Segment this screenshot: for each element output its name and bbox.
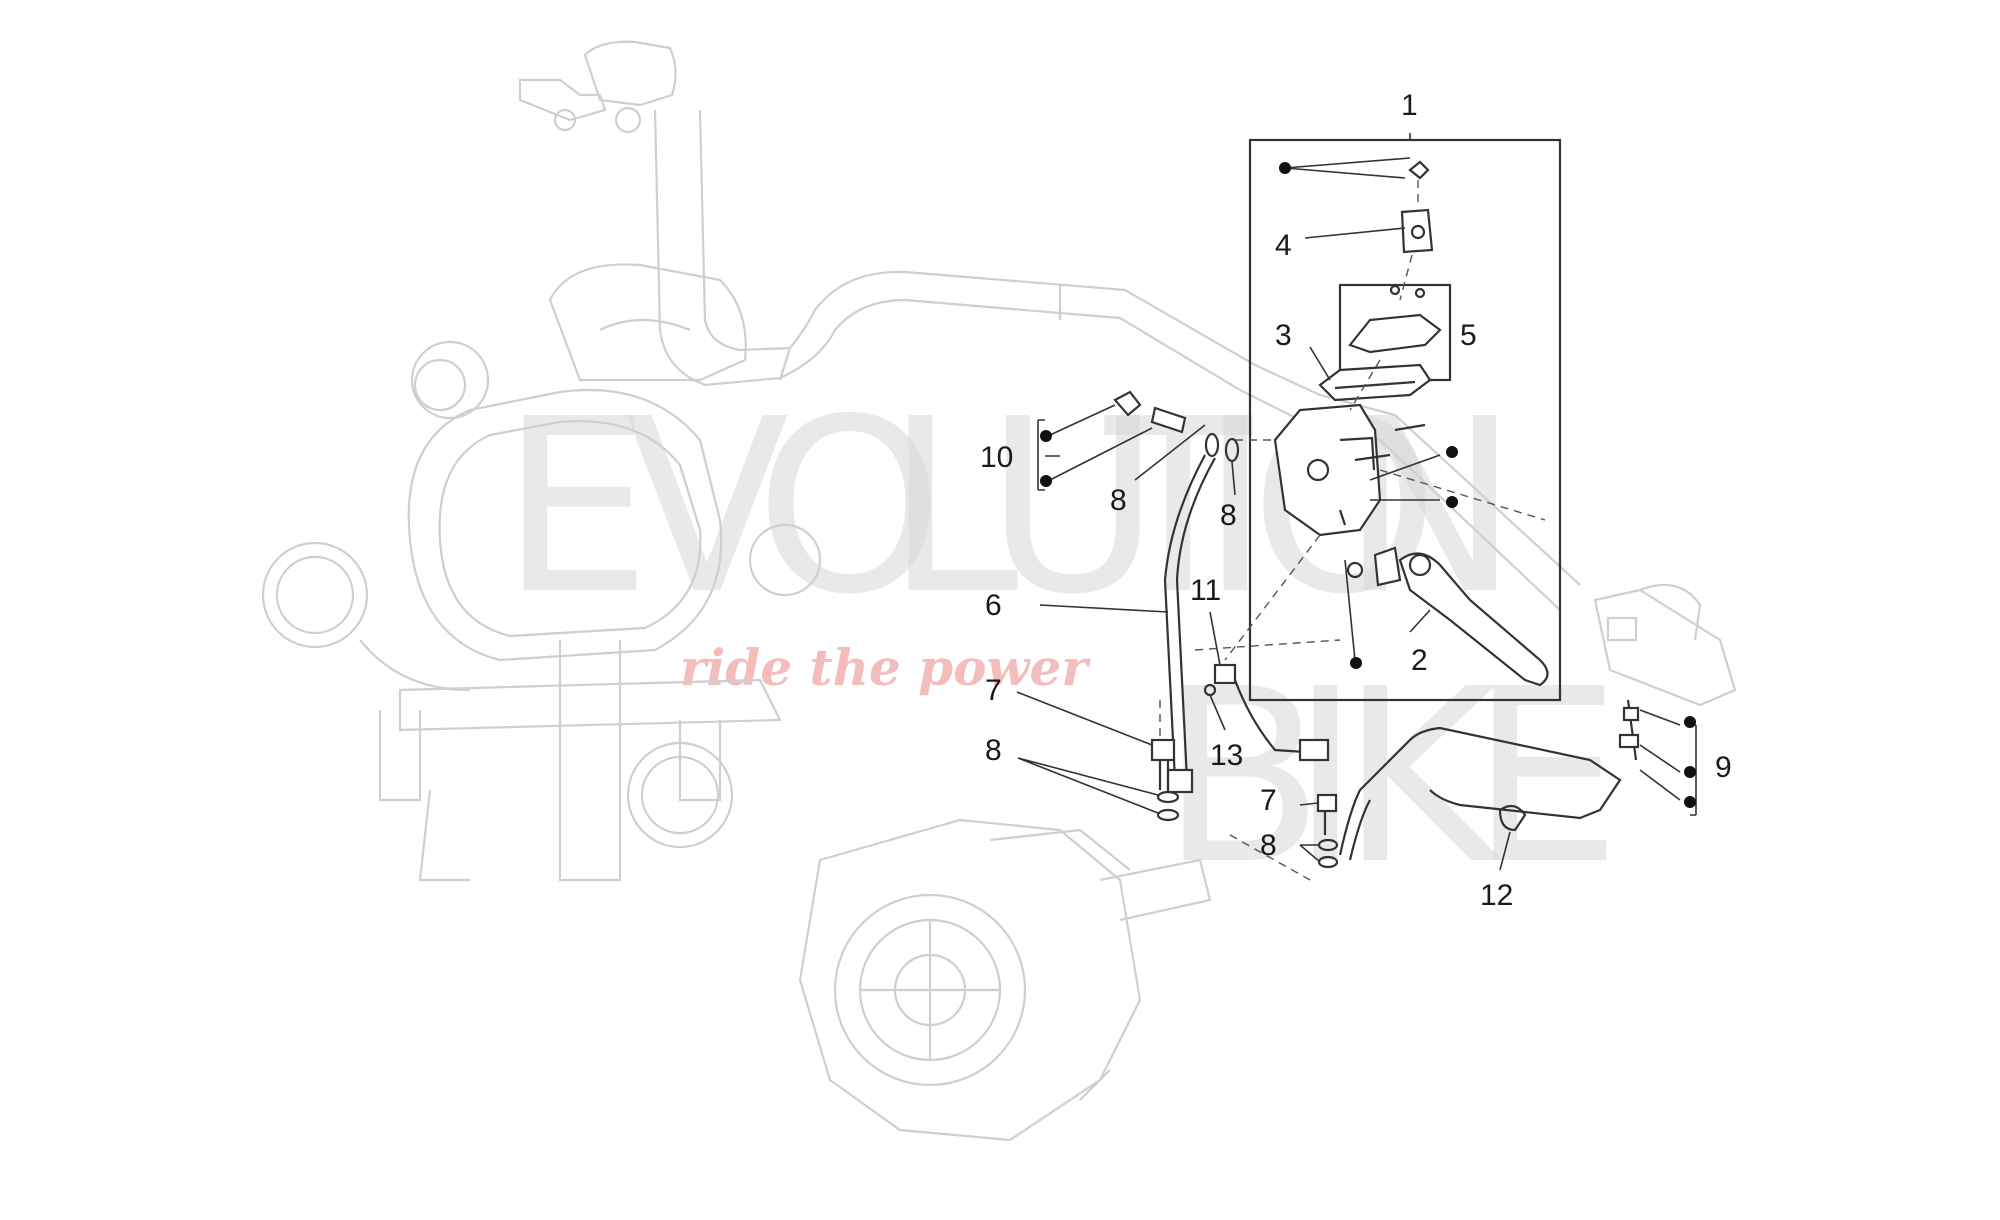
ghost-left-brake-control [518,40,677,134]
ghost-fork-and-lamps [261,541,782,882]
callout-4: 4 [1275,229,1292,262]
callout-1: 1 [1401,89,1418,122]
watermark-tagline: ride the power [680,638,1091,697]
callout-8-upper-right: 8 [1220,499,1237,532]
watermark-letter: K [1340,637,1503,917]
kit-dots [1040,162,1696,808]
kit-dot [1684,716,1696,728]
callout-8-upper-left: 8 [1110,484,1127,517]
watermark-letter: O [755,367,944,647]
watermark-letter: E [1470,637,1622,917]
callout-2: 2 [1411,644,1428,677]
watermark-letter: L [885,367,1019,647]
clutch-hose [1163,454,1216,794]
hose-clip-12 [1498,804,1527,832]
callout-7-left: 7 [985,674,1002,707]
kit-dot [1040,430,1052,442]
callouts: 1 2 3 4 5 6 7 7 8 8 8 8 9 10 11 12 13 [980,89,1732,912]
watermark-letter: E [500,367,652,647]
ghost-headlight [407,263,822,662]
watermark-letter: U [985,367,1161,647]
callout-3: 3 [1275,319,1292,352]
kit-dot [1279,162,1291,174]
ghost-gearbox-housing [798,818,1212,1142]
kit-dot [1684,796,1696,808]
reservoir-cover [1348,284,1442,354]
clutch-lever [1373,546,1549,687]
callout-13: 13 [1210,739,1243,772]
callout-8-lower-right: 8 [1260,829,1277,862]
callout-8-lower-left: 8 [985,734,1002,767]
ghost-handlebar [653,109,1581,611]
callout-9: 9 [1715,751,1732,784]
callout-6: 6 [985,589,1002,622]
bleeder-valve-9 [1618,699,1640,761]
master-cylinder-assembly-box [1248,138,1562,702]
small-screws [1338,423,1426,579]
washers-8-left [1156,790,1180,822]
leader-lines [1016,133,1697,871]
kit-dot [1446,496,1458,508]
o-rings-upper [1204,432,1240,463]
banjo-bolt-7-left [1150,738,1176,790]
watermark-letter: I [1200,367,1271,647]
diaphragm-gasket [1318,363,1432,402]
callout-12: 12 [1480,879,1513,912]
clutch-switch-cable-11-13 [1203,663,1330,762]
callout-7-right: 7 [1260,784,1277,817]
banjo-fittings-10 [1113,390,1187,434]
ghost-right-grip [1593,583,1737,707]
kit-dot [1040,475,1052,487]
kit-dot [1684,766,1696,778]
rigid-clutch-pipe [1338,726,1622,861]
callout-10: 10 [980,441,1013,474]
kit-dot [1446,446,1458,458]
kit-dot [1350,657,1362,669]
watermark-letter: I [1290,637,1361,917]
callout-11: 11 [1190,574,1221,607]
reservoir-cap [1400,160,1434,254]
dashed-assembly-lines [1159,180,1546,881]
callout-5: 5 [1460,319,1477,352]
